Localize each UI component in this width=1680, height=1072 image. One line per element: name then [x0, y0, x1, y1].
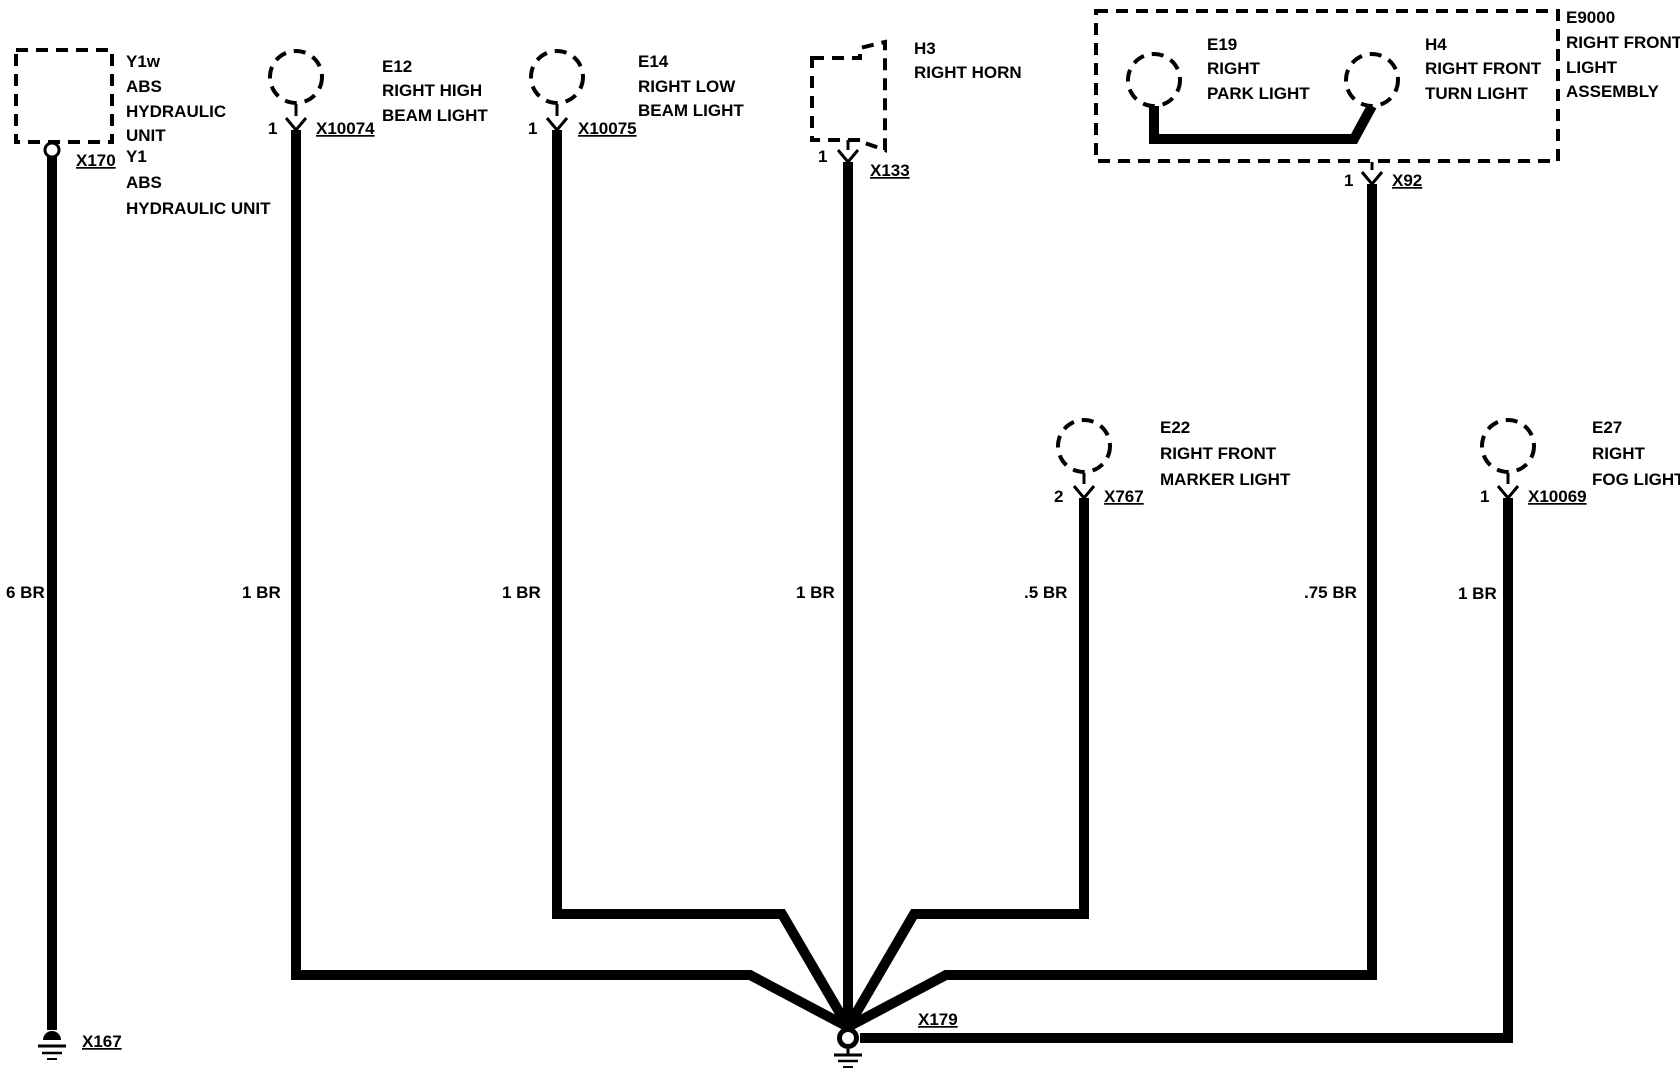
e14-ref: E14 [638, 52, 669, 71]
x10074-pin: 1 [268, 119, 277, 138]
e27-ref: E27 [1592, 418, 1622, 437]
h3-line1: RIGHT HORN [914, 63, 1022, 82]
wire-e14 [552, 130, 853, 1030]
x10069-label: X10069 [1528, 487, 1587, 506]
e12-connector-arrow [284, 104, 308, 133]
x10074-label: X10074 [316, 119, 375, 138]
component-e22: E22 RIGHT FRONT MARKER LIGHT 2 X767 [1054, 418, 1291, 506]
x92-label: X92 [1392, 171, 1422, 190]
x133-label: X133 [870, 161, 910, 180]
e12-line2: BEAM LIGHT [382, 106, 488, 125]
h4-ref: H4 [1425, 35, 1447, 54]
e22-line2: MARKER LIGHT [1160, 470, 1291, 489]
e9000-ref: E9000 [1566, 8, 1615, 27]
wire-y1-label: 6 BR [6, 583, 45, 602]
e9000-line1: RIGHT FRONT [1566, 33, 1680, 52]
wire-e27 [860, 498, 1513, 1043]
e14-connector-arrow [545, 104, 569, 133]
e22-connector-arrow [1072, 473, 1096, 501]
e22-ref: E22 [1160, 418, 1190, 437]
x10069-pin: 1 [1480, 487, 1489, 506]
y1w-ref: Y1w [126, 52, 161, 71]
e22-line1: RIGHT FRONT [1160, 444, 1277, 463]
e9000-dashed-box [1094, 9, 1560, 163]
wire-h3-label: 1 BR [796, 583, 835, 602]
x10075-pin: 1 [528, 119, 537, 138]
e9000-line3: ASSEMBLY [1566, 82, 1660, 101]
h4-line1: RIGHT FRONT [1425, 59, 1542, 78]
x767-pin: 2 [1054, 487, 1063, 506]
wire-x92-label: .75 BR [1304, 583, 1357, 602]
e12-ref: E12 [382, 57, 412, 76]
y1-ref: Y1 [126, 147, 147, 166]
component-e14: E14 RIGHT LOW BEAM LIGHT 1 X10075 [528, 49, 744, 138]
e14-line2: BEAM LIGHT [638, 101, 744, 120]
x767-label: X767 [1104, 487, 1144, 506]
y1w-dashed-box [14, 48, 114, 144]
e19-line2: PARK LIGHT [1207, 84, 1310, 103]
e27-lamp-circle [1480, 418, 1536, 474]
h3-connector-arrow [836, 140, 860, 165]
wire-x92 [845, 184, 1377, 1032]
ground-x167-label: X167 [82, 1032, 122, 1051]
wire-e22-label: .5 BR [1024, 583, 1067, 602]
x170-label: X170 [76, 151, 116, 170]
y1-line2: HYDRAULIC UNIT [126, 199, 271, 218]
ground-x167 [38, 1031, 66, 1060]
wire-e27-label: 1 BR [1458, 584, 1497, 603]
x133-pin: 1 [818, 147, 827, 166]
e19-lamp-circle [1126, 52, 1182, 108]
e27-connector-arrow [1496, 473, 1520, 501]
e19-h4-bridge-wire [1149, 103, 1377, 144]
h3-ref: H3 [914, 39, 936, 58]
y1-line1: ABS [126, 173, 162, 192]
component-h3: H3 RIGHT HORN 1 X133 [810, 39, 1022, 180]
y1w-line2: HYDRAULIC [126, 102, 226, 121]
e14-line1: RIGHT LOW [638, 77, 736, 96]
e12-line1: RIGHT HIGH [382, 81, 482, 100]
e22-lamp-circle [1056, 418, 1112, 474]
y1w-line1: ABS [126, 77, 162, 96]
wire-e12-label: 1 BR [242, 583, 281, 602]
x10075-label: X10075 [578, 119, 637, 138]
y1w-line3: UNIT [126, 126, 166, 145]
wire-e12 [291, 130, 851, 1032]
h3-dashed-box [810, 39, 887, 153]
h4-line2: TURN LIGHT [1425, 84, 1529, 103]
component-y1w: Y1w ABS HYDRAULIC UNIT X170 Y1 ABS HYDRA… [14, 48, 271, 218]
wire-e14-label: 1 BR [502, 583, 541, 602]
component-e9000: E19 RIGHT PARK LIGHT H4 RIGHT FRONT TURN… [1094, 8, 1680, 190]
e19-ref: E19 [1207, 35, 1237, 54]
e27-line1: RIGHT [1592, 444, 1646, 463]
e9000-line2: LIGHT [1566, 58, 1618, 77]
wire-e22 [843, 498, 1089, 1030]
h4-lamp-circle [1344, 52, 1400, 108]
e14-lamp-circle [529, 49, 585, 105]
e27-line2: FOG LIGHT [1592, 470, 1680, 489]
ground-x179 [834, 1027, 862, 1068]
e12-lamp-circle [268, 49, 324, 105]
x92-pin: 1 [1344, 171, 1353, 190]
ground-x179-label: X179 [918, 1010, 958, 1029]
component-e27: E27 RIGHT FOG LIGHT 1 X10069 [1480, 418, 1680, 506]
component-e12: E12 RIGHT HIGH BEAM LIGHT 1 X10074 [268, 49, 488, 138]
x170-terminal [43, 141, 61, 159]
x92-connector-arrow [1360, 162, 1384, 187]
e19-line1: RIGHT [1207, 59, 1261, 78]
